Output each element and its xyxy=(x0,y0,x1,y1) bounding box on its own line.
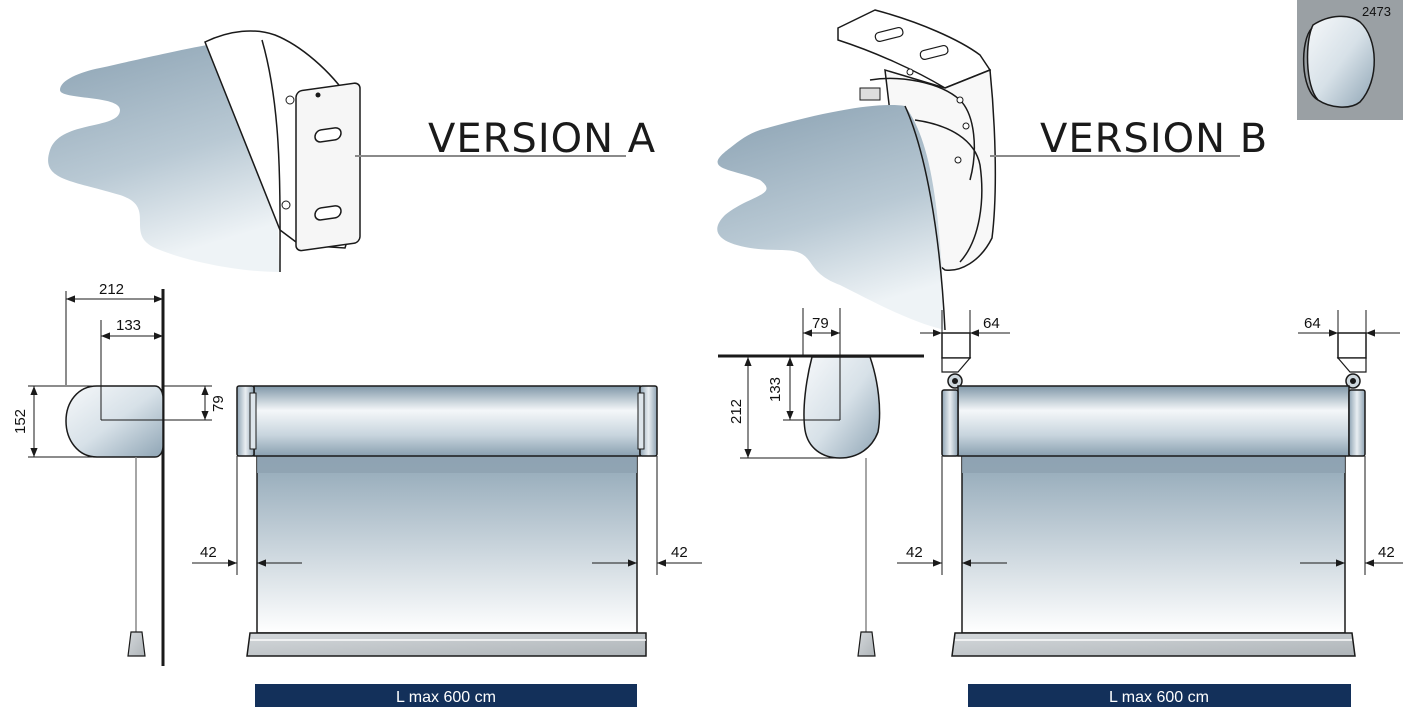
bottom-bar-a xyxy=(246,632,647,657)
fabric-a xyxy=(256,454,638,634)
version-a-illustration: VERSION A xyxy=(48,30,656,273)
dim-b-64-left: 64 xyxy=(983,315,1000,332)
version-b-side-view: 79 133 212 xyxy=(718,308,924,657)
pull-handle-b xyxy=(857,631,876,657)
dim-a-79: 79 xyxy=(210,395,227,412)
dim-a-212: 212 xyxy=(99,281,124,298)
end-cap-b-right xyxy=(1348,389,1366,457)
ceiling-bracket-b-right xyxy=(1337,332,1367,359)
width-bar-a xyxy=(255,684,637,707)
roller-tube-b xyxy=(957,385,1350,457)
version-b-label: VERSION B xyxy=(1040,116,1268,162)
dim-a-42-right: 42 xyxy=(671,544,688,561)
version-a-front-view: 42 42 L max 600 cm xyxy=(192,385,702,707)
version-b-illustration: VERSION B xyxy=(717,9,1268,331)
fabric-b xyxy=(961,454,1346,634)
dim-b-64-right: 64 xyxy=(1304,315,1321,332)
fabric-wave-a xyxy=(48,39,280,273)
width-bar-b-label: L max 600 cm xyxy=(1109,689,1209,706)
ceiling-bracket-b-left xyxy=(941,332,971,359)
cassette-b-profile xyxy=(803,356,881,459)
dim-b-79: 79 xyxy=(812,315,829,332)
product-code-inset: 2473 xyxy=(1297,0,1403,120)
pull-handle-a xyxy=(127,631,146,657)
dim-b-42-left: 42 xyxy=(906,544,923,561)
version-a-label: VERSION A xyxy=(428,116,656,162)
dim-a-152: 152 xyxy=(12,409,29,434)
dim-a-42-left: 42 xyxy=(200,544,217,561)
bracket-a-plate xyxy=(295,82,361,252)
end-cap-b-left xyxy=(941,389,959,457)
version-a-side-view: 212 133 152 79 xyxy=(12,281,227,666)
fabric-wave-b xyxy=(717,105,945,330)
width-bar-b xyxy=(968,684,1351,707)
bottom-bar-b xyxy=(951,632,1356,657)
roller-tube-a xyxy=(253,385,641,457)
dim-b-42-right: 42 xyxy=(1378,544,1395,561)
product-code: 2473 xyxy=(1362,4,1391,19)
cassette-a-profile xyxy=(65,385,164,458)
dim-b-212: 212 xyxy=(728,399,745,424)
product-endcap-icon xyxy=(1306,15,1375,108)
dim-a-133: 133 xyxy=(116,317,141,334)
version-b-front-view: 64 64 42 42 L max 600 cm xyxy=(897,310,1403,707)
bracket-b-ceiling-plate xyxy=(837,9,992,89)
dim-b-133: 133 xyxy=(767,377,784,402)
width-bar-a-label: L max 600 cm xyxy=(396,689,496,706)
